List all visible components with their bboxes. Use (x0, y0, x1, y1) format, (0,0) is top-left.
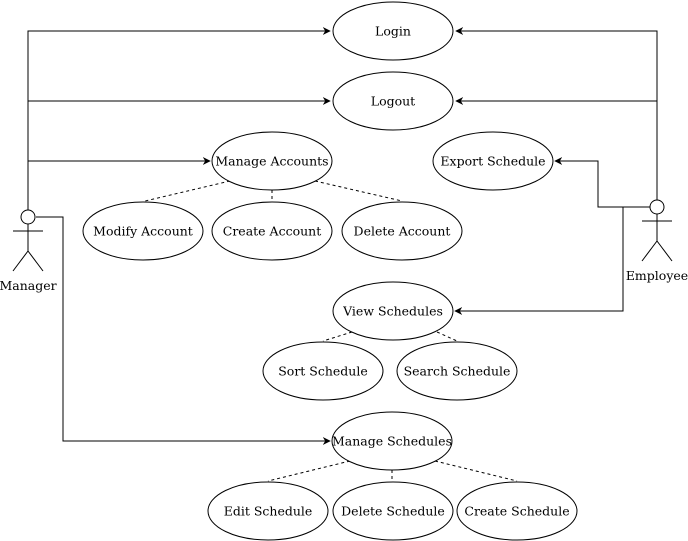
view-schedules-sort-dashed (322, 331, 353, 342)
manage-accounts-modify-dashed (144, 180, 231, 202)
use-case-export-schedule[interactable]: Export Schedule (432, 131, 554, 191)
use-case-sort-schedule[interactable]: Sort Schedule (262, 341, 384, 401)
use-case-modify-account[interactable]: Modify Account (82, 201, 204, 261)
use-case-login[interactable]: Login (332, 1, 454, 61)
use-case-delete-schedule[interactable]: Delete Schedule (332, 481, 454, 541)
use-case-search-schedule[interactable]: Search Schedule (396, 341, 518, 401)
actor-employee[interactable]: Employee (626, 199, 688, 283)
use-case-edit-schedule[interactable]: Edit Schedule (207, 481, 329, 541)
manage-schedules-edit-dashed (267, 460, 351, 482)
use-case-sort-schedule-label: Sort Schedule (278, 364, 368, 379)
use-case-manage-schedules[interactable]: Manage Schedules (331, 411, 453, 471)
use-case-manage-accounts-label: Manage Accounts (215, 154, 328, 169)
manage-accounts-delete-dashed (314, 180, 403, 202)
view-schedules-search-dashed (436, 331, 458, 342)
use-case-login-label: Login (375, 24, 411, 39)
actor-manager[interactable]: Manager (0, 209, 57, 293)
employee-export-schedule-association (554, 157, 650, 208)
use-case-create-schedule-label: Create Schedule (464, 504, 569, 519)
use-case-manage-accounts[interactable]: Manage Accounts (211, 131, 333, 191)
employee-login-association (455, 27, 658, 200)
manager-stick-figure-icon (20, 209, 36, 225)
use-case-modify-account-label: Modify Account (93, 224, 193, 239)
actor-employee-label: Employee (626, 268, 688, 283)
manager-login-association (27, 27, 331, 210)
use-case-delete-account-label: Delete Account (354, 224, 451, 239)
use-case-create-account-label: Create Account (223, 224, 321, 239)
use-case-view-schedules-label: View Schedules (342, 304, 443, 319)
employee-view-schedules-association (454, 206, 650, 315)
use-case-search-schedule-label: Search Schedule (404, 364, 511, 379)
manager-manage-schedules-association (36, 216, 331, 445)
use-case-delete-schedule-label: Delete Schedule (341, 504, 445, 519)
use-case-logout-label: Logout (371, 94, 415, 109)
employee-stick-figure-icon (649, 199, 665, 215)
use-case-create-account[interactable]: Create Account (211, 201, 333, 261)
use-case-edit-schedule-label: Edit Schedule (224, 504, 313, 519)
use-case-logout[interactable]: Logout (332, 71, 454, 131)
manage-schedules-create-dashed (434, 460, 518, 482)
use-case-export-schedule-label: Export Schedule (440, 154, 545, 169)
use-case-manage-schedules-label: Manage Schedules (332, 434, 452, 449)
use-case-view-schedules[interactable]: View Schedules (332, 281, 454, 341)
use-case-delete-account[interactable]: Delete Account (341, 201, 463, 261)
use-case-create-schedule[interactable]: Create Schedule (456, 481, 578, 541)
actor-manager-label: Manager (0, 278, 57, 293)
